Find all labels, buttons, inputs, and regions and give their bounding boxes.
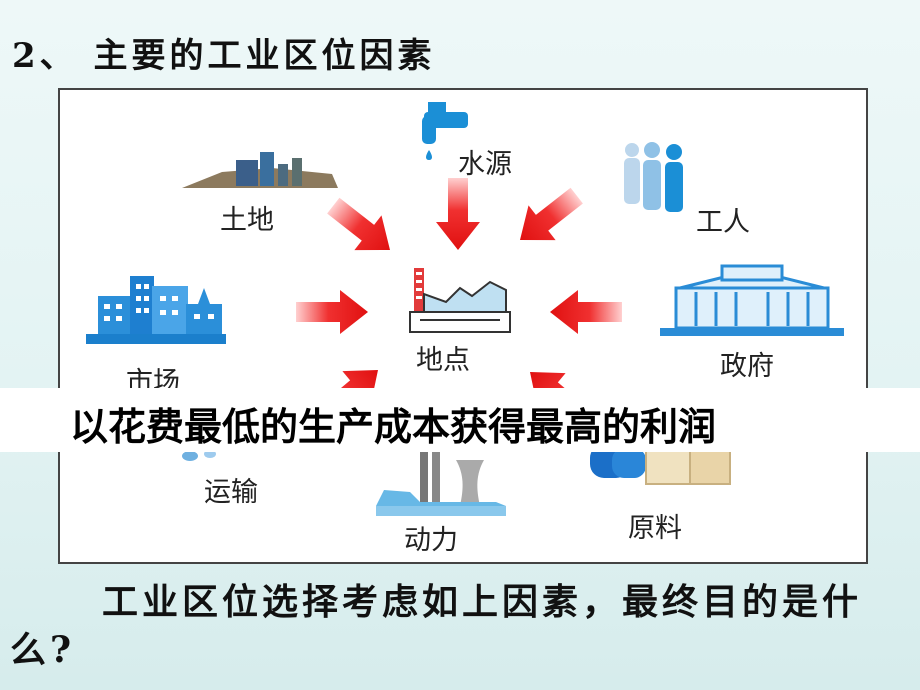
answer-banner <box>0 388 920 452</box>
label-power: 动力 <box>404 525 458 556</box>
factory-icon <box>409 268 511 333</box>
label-raw-materials: 原料 <box>628 513 682 544</box>
label-land: 土地 <box>220 205 274 236</box>
power-plant-icon <box>376 440 506 516</box>
market-buildings-icon <box>86 276 226 344</box>
transport-icon <box>182 450 216 461</box>
location-factors-diagram: 水源 土地 工人 地点 市场 政府 运输 动力 原料 <box>58 88 868 564</box>
arrow-from-government <box>550 290 622 334</box>
arrow-from-land <box>327 197 390 251</box>
label-labor: 工人 <box>696 207 750 238</box>
workers-icon <box>624 142 683 212</box>
question-text: 工业区位选择考虑如上因素，最终目的是什么? <box>10 578 910 674</box>
slide-title: 2、 主要的工业区位因素 <box>12 36 436 76</box>
label-government: 政府 <box>720 351 774 382</box>
answer-banner-text: 以花费最低的生产成本获得最高的利润 <box>70 405 717 449</box>
question-text-content: 工业区位选择考虑如上因素，最终目的是什么? <box>10 581 863 671</box>
label-transport: 运输 <box>204 477 258 508</box>
land-icon <box>182 152 338 188</box>
arrow-from-market <box>296 290 368 334</box>
water-tap-icon <box>422 102 468 160</box>
arrow-from-labor <box>520 187 583 241</box>
label-center-location: 地点 <box>416 345 470 376</box>
label-water: 水源 <box>458 149 512 180</box>
arrow-from-water <box>436 178 480 250</box>
government-building-icon <box>660 264 844 336</box>
